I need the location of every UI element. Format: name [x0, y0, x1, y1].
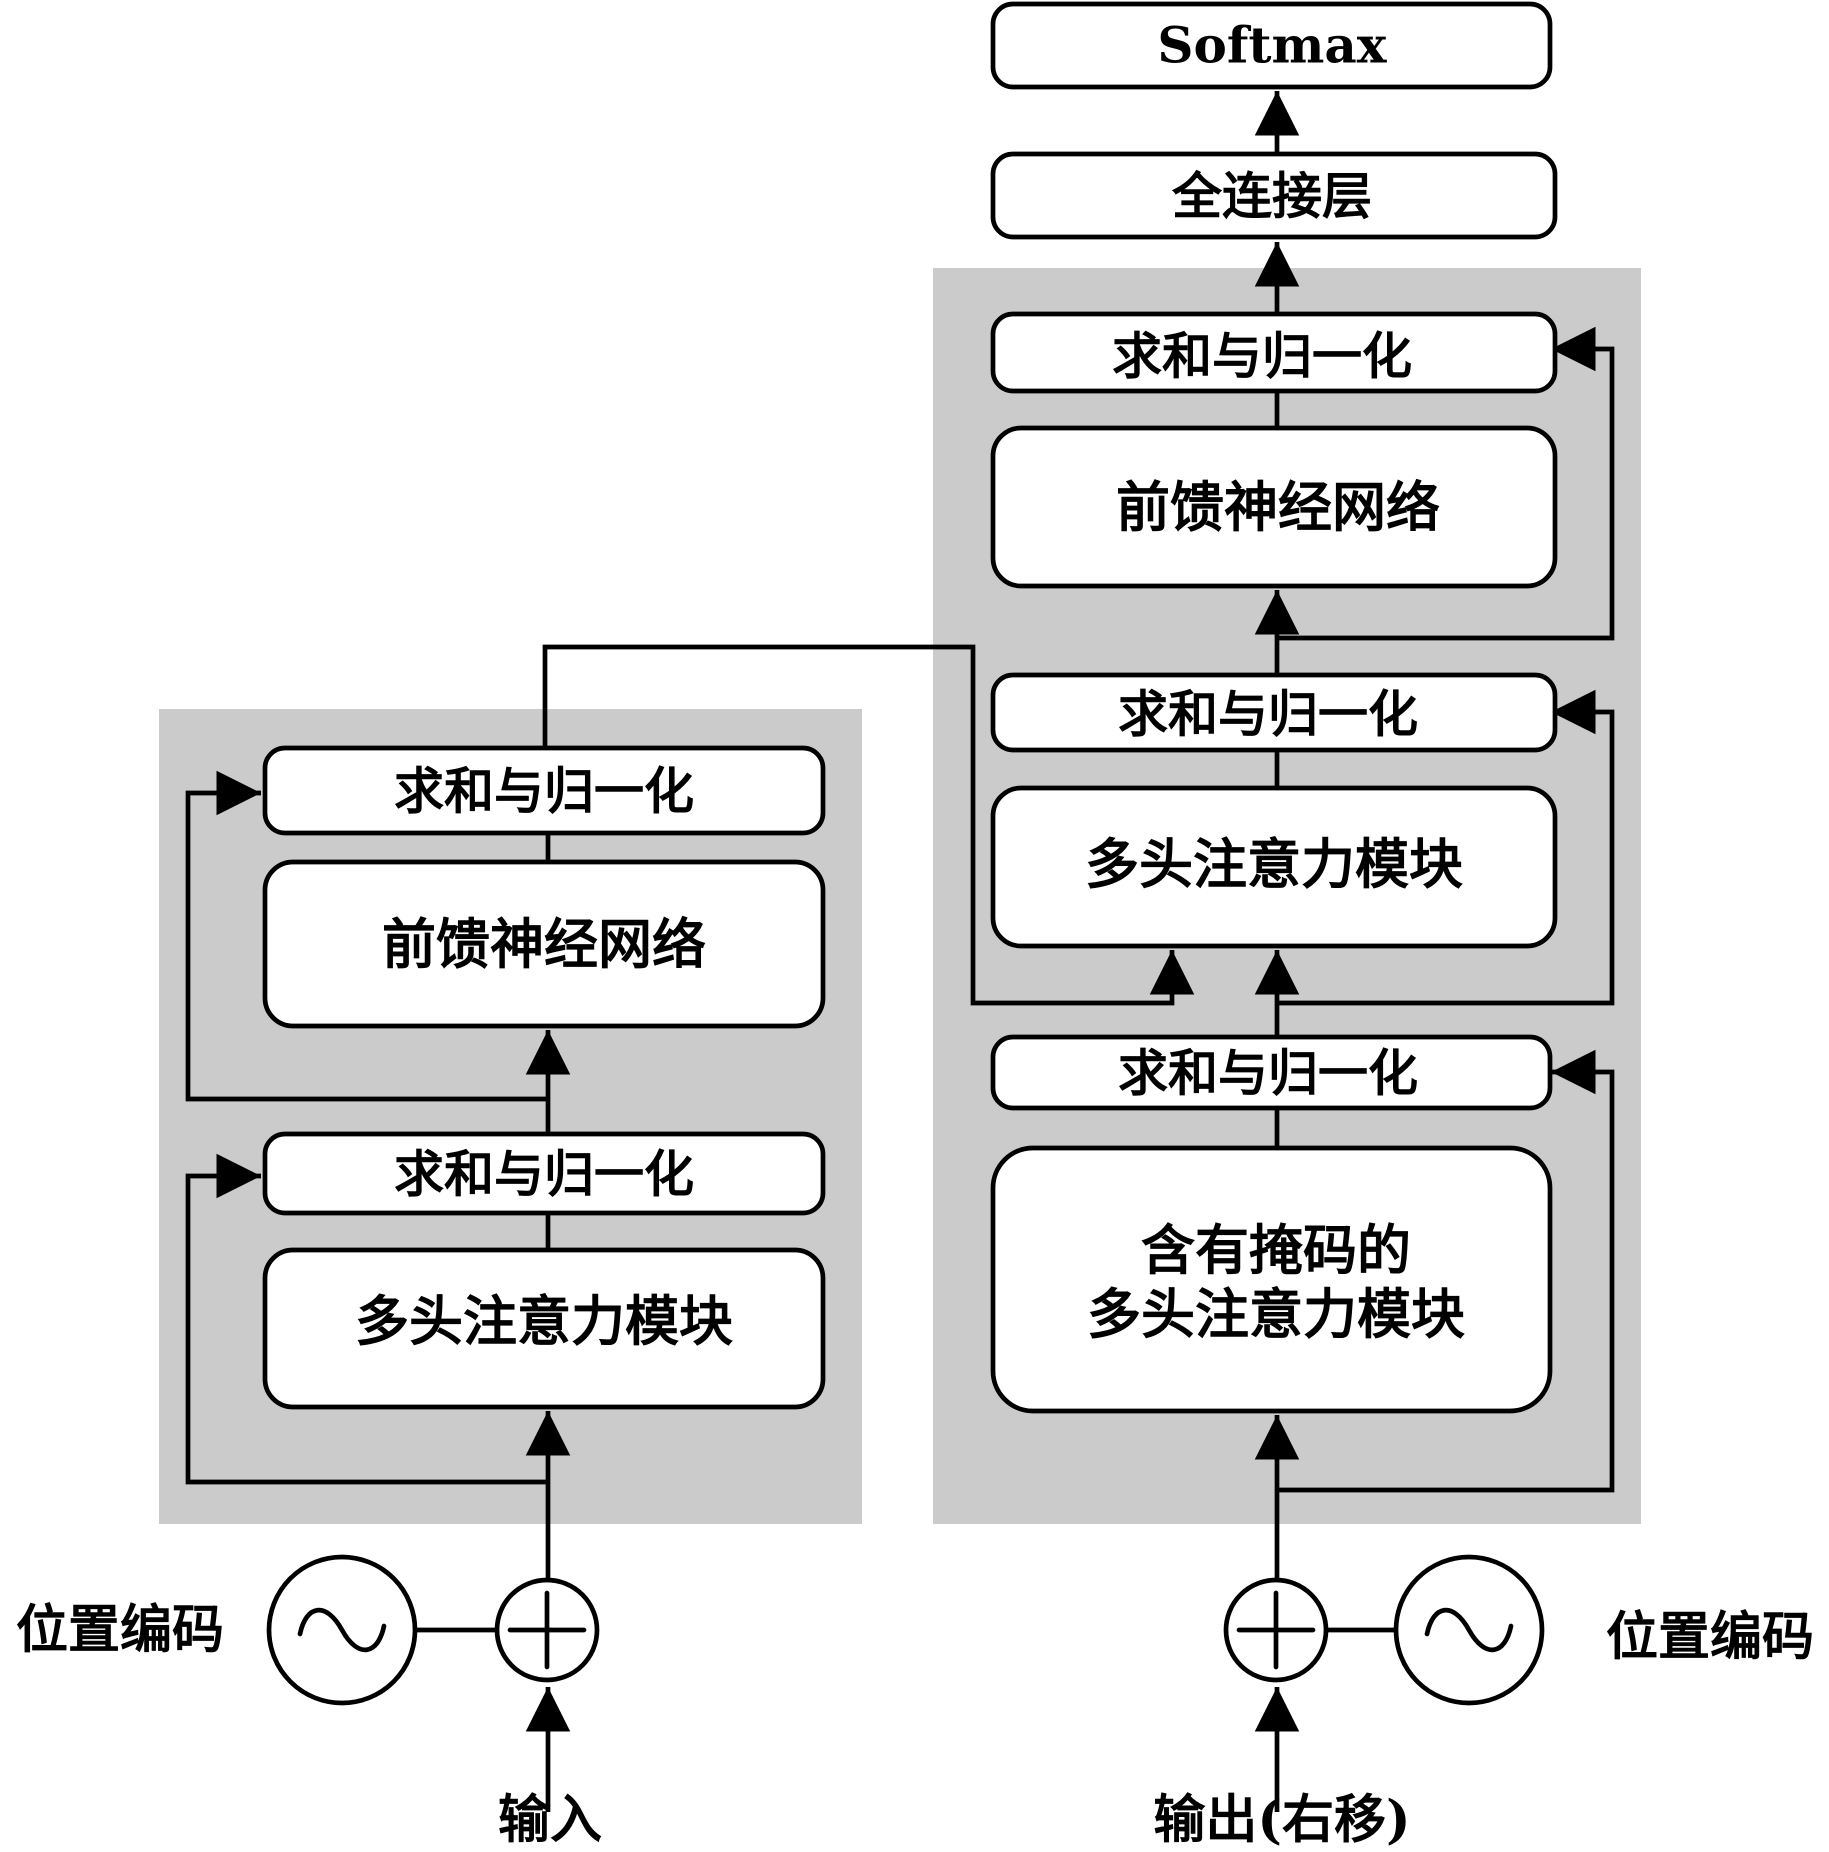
plus-icon — [507, 1590, 587, 1670]
decoder-positional-encoding-label: 位置编码 — [1606, 1607, 1814, 1668]
decoder-ffn-label: 前馈神经网络 — [1116, 475, 1440, 539]
decoder-masked-attention-line2: 多头注意力模块 — [1087, 1282, 1465, 1346]
softmax-label: Softmax — [1157, 16, 1387, 75]
linear-box — [990, 151, 1558, 240]
encoder-positional-encoding-label: 位置编码 — [16, 1600, 224, 1661]
softmax-box — [990, 1, 1553, 90]
encoder-norm-bottom-label: 求和与归一化 — [394, 1145, 694, 1204]
decoder-masked-attention-box — [990, 1145, 1553, 1414]
decoder-input-label: 输出(右移) — [1153, 1790, 1410, 1851]
encoder-attention-box — [262, 1247, 826, 1410]
decoder-masked-attention-line1: 含有掩码的 — [1141, 1218, 1411, 1282]
decoder-norm-bottom-box — [990, 1034, 1553, 1111]
plus-icon — [1236, 1590, 1316, 1670]
encoder-input-block: 位置编码 输入 — [16, 1554, 602, 1851]
decoder-ffn-box — [990, 425, 1558, 589]
decoder-norm-top-box — [990, 311, 1558, 394]
sine-wave-icon — [1424, 1607, 1514, 1653]
encoder-attention-label: 多头注意力模块 — [355, 1289, 733, 1353]
linear-label: 全连接层 — [1171, 167, 1372, 226]
encoder-norm-bottom-box — [262, 1131, 826, 1216]
decoder-norm-top-label: 求和与归一化 — [1112, 327, 1412, 386]
encoder-norm-top-label: 求和与归一化 — [394, 762, 694, 821]
decoder-residual-1 — [1277, 1049, 1615, 1493]
linear-block: 全连接层 — [990, 151, 1558, 240]
encoder-stack: 求和与归一化 前馈神经网络 求和与归一化 多头注意力模块 — [262, 745, 826, 1410]
encoder-ffn-label: 前馈神经网络 — [382, 912, 706, 976]
decoder-norm-middle-label: 求和与归一化 — [1118, 685, 1418, 744]
decoder-cross-attention-label: 多头注意力模块 — [1085, 832, 1463, 896]
encoder-ffn-box — [262, 859, 826, 1029]
decoder-residual-3 — [1277, 326, 1615, 641]
encoder-to-decoder-arrow — [542, 644, 1195, 1006]
decoder-stack: 求和与归一化 前馈神经网络 求和与归一化 多头注意力模块 求和与归一化 含有掩码… — [990, 311, 1558, 1414]
encoder-residual-2 — [185, 770, 548, 1102]
decoder-cross-attention-box — [990, 785, 1558, 949]
sine-wave-icon — [297, 1607, 387, 1653]
decoder-input-block: 位置编码 输出(右移) — [1153, 1554, 1814, 1851]
decoder-norm-bottom-label: 求和与归一化 — [1118, 1044, 1418, 1103]
softmax-block: Softmax — [990, 1, 1553, 90]
encoder-residual-1 — [185, 1153, 548, 1485]
decoder-residual-2 — [1277, 689, 1615, 1006]
decoder-norm-middle-box — [990, 672, 1558, 753]
encoder-input-label: 输入 — [498, 1790, 602, 1851]
encoder-norm-top-box — [262, 745, 826, 836]
